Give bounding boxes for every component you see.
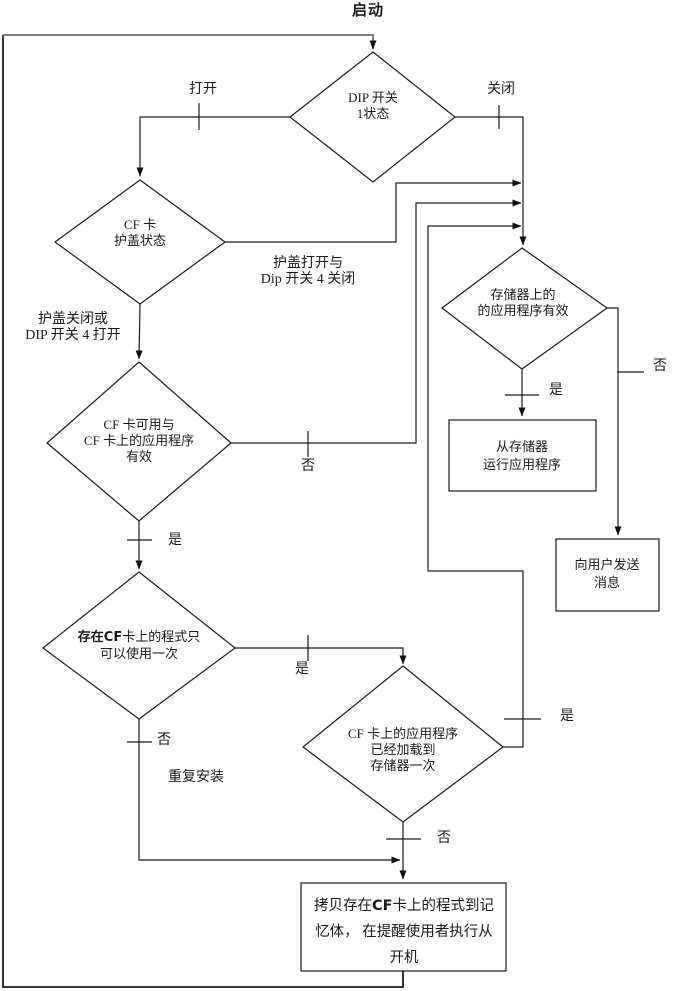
edge-cover-open: [225, 179, 522, 243]
edge-mem-valid-no: [607, 307, 622, 536]
label-no-cf-once: 否: [157, 733, 171, 748]
label-yes-cf-available: 是: [168, 533, 182, 548]
cf-available-text: CF 卡可用与 CF 卡上的应用程序 有效: [83, 417, 195, 464]
label-open: 打开: [189, 82, 217, 97]
cf-cover-text: CF 卡 护盖状态: [113, 217, 166, 248]
edge-cf-once-yes: [235, 647, 407, 665]
cf-loaded-diamond: [302, 665, 504, 823]
edge-cf-loaded-yes: [427, 222, 524, 748]
edge-start: [3, 34, 377, 50]
send-msg-box: [555, 538, 660, 612]
label-cover-closed: 护盖关闭或 DIP 开关 4 打开: [25, 312, 121, 343]
label-yes-mem-valid: 是: [549, 383, 563, 398]
start-label: 启动: [351, 3, 384, 19]
cf-available-diamond: [46, 361, 232, 522]
edge-dip-closed: [455, 116, 527, 246]
edge-dip-open: [136, 116, 290, 177]
run-from-mem-text: 从存储器 运行应用程序: [482, 439, 561, 472]
mem-valid-text: 存储器上的 的应用程序有效: [477, 287, 569, 318]
edge-loopback: [2, 35, 404, 988]
copy-program-text: 拷贝存在CF卡上的程式到记 忆体， 在提醒使用者执行从 开机: [313, 898, 495, 966]
edge-cf-available-no: [231, 199, 522, 444]
edge-ticks: [127, 103, 644, 840]
cf-once-text: 存在CF卡上的程式只 可以使用一次: [77, 629, 201, 661]
copy-program-box: [300, 882, 507, 972]
label-no-mem-valid: 否: [653, 359, 667, 374]
cf-once-diamond: [42, 571, 236, 720]
dip-switch-diamond: [289, 51, 456, 183]
label-no-cf-available: 否: [301, 459, 315, 474]
mem-valid-diamond: [441, 247, 609, 370]
dip-switch-text: DIP 开关 1状态: [348, 90, 398, 121]
label-yes-cf-loaded: 是: [560, 709, 574, 724]
cf-cover-diamond: [53, 179, 227, 305]
label-cover-open: 护盖打开与 Dip 开关 4 关闭: [260, 256, 356, 287]
edge-cf-once-no: [138, 719, 401, 864]
label-closed: 关闭: [487, 82, 515, 97]
label-yes-cf-once: 是: [295, 662, 309, 677]
send-msg-text: 向用户发送 消息: [574, 557, 640, 590]
cf-loaded-text: CF 卡上的应用程序 已经加载到 存储器一次: [347, 726, 459, 773]
label-reinstall: 重复安装: [168, 770, 224, 785]
label-no-cf-loaded: 否: [437, 831, 451, 846]
run-from-mem-box: [448, 419, 597, 492]
edge-cover-closed: [135, 303, 143, 360]
